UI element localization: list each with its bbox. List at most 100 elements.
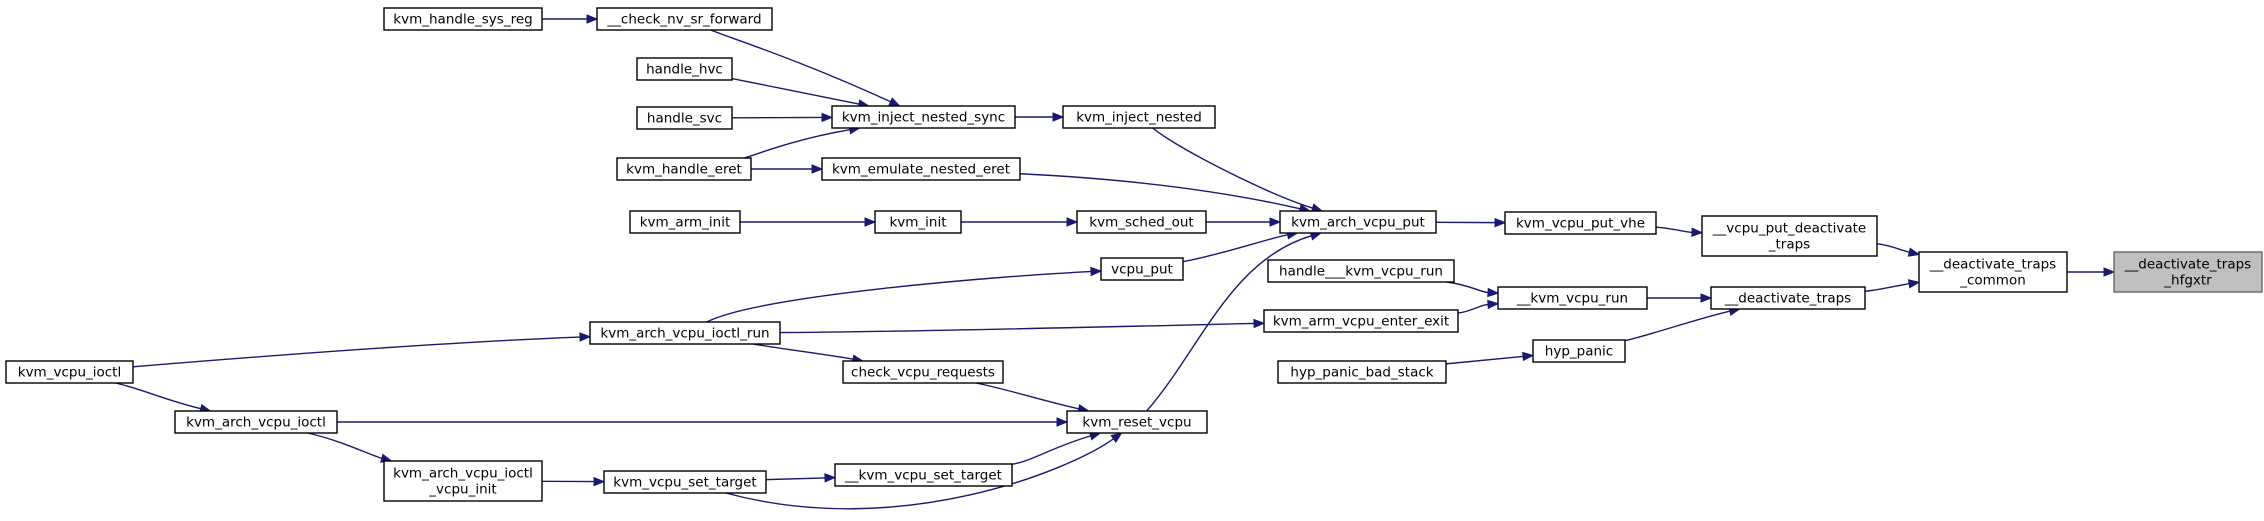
node-hyp-panic-bad-stack[interactable]: hyp_panic_bad_stack (1277, 360, 1447, 384)
node-label: kvm_arm_init (640, 215, 731, 231)
node-check-vcpu-requests[interactable]: check_vcpu_requests (842, 360, 1004, 384)
edge-kvm-handle-eret-to-kvm-emulate-nested-eret (750, 164, 824, 174)
edge-hyp-panic-to-deact-traps (1624, 306, 1741, 342)
node-kvm-emulate-nested-eret[interactable]: kvm_emulate_nested_eret (821, 157, 1021, 181)
node-label: handle___kvm_vcpu_run (1279, 264, 1443, 280)
node-label: kvm_arch_vcpu_put (1291, 215, 1425, 231)
node-box (1263, 309, 1459, 333)
node-kvm-vcpu-set-target[interactable]: kvm_vcpu_set_target (603, 470, 767, 494)
edge-kvm-sched-out-to-kvm-arch-vcpu-put (1206, 217, 1282, 227)
node-box (1532, 339, 1626, 363)
node-label: check_vcpu_requests (851, 365, 995, 381)
edge-kvm-emulate-nested-eret-to-kvm-arch-vcpu-put (1019, 173, 1312, 214)
node-label: handle_hvc (646, 62, 723, 78)
node-label: _hfgxtr (2163, 273, 2212, 289)
node-box (629, 210, 741, 234)
edge-kvm-arch-vcpu-ioctl-to-kvm-reset-vcpu (336, 417, 1069, 427)
edge-handle-kvm-vcpu-run-to-kvm-vcpu-run (1446, 281, 1500, 298)
node-label: kvm_emulate_nested_eret (832, 162, 1010, 178)
edge-handle-svc-to-kvm-inject-nested-sync (731, 112, 834, 123)
edge-kvm-arch-vcpu-ioctl-vcpu-init-to-kvm-vcpu-set-target (541, 476, 606, 487)
node-label: __check_nv_sr_forward (606, 12, 761, 28)
node-box (1701, 215, 1878, 257)
edge-kvm-vcpu-run-to-deact-traps (1646, 293, 1713, 303)
node-box (636, 57, 733, 81)
node-box (174, 410, 338, 434)
node-vcpu-put-deact[interactable]: __vcpu_put_deactivate_traps (1701, 215, 1878, 257)
node-kvm-vcpu-set-target[interactable]: __kvm_vcpu_set_target (834, 463, 1013, 487)
node-label: _traps (1768, 237, 1810, 253)
node-check-nv-sr-forward[interactable]: __check_nv_sr_forward (596, 7, 773, 31)
edge-check-vcpu-requests-to-kvm-reset-vcpu (976, 382, 1090, 414)
node-label: kvm_inject_nested_sync (842, 110, 1005, 126)
node-label: kvm_vcpu_ioctl (18, 365, 121, 381)
node-kvm-sched-out[interactable]: kvm_sched_out (1076, 210, 1207, 234)
node-kvm-arch-vcpu-ioctl[interactable]: kvm_arch_vcpu_ioctl (174, 410, 338, 434)
node-kvm-reset-vcpu[interactable]: kvm_reset_vcpu (1066, 410, 1208, 434)
edge-kvm-vcpu-put-vhe-to-vcpu-put-deact (1655, 226, 1704, 237)
edge-kvm-vcpu-set-target-to-kvm-reset-vcpu (725, 432, 1123, 510)
node-box (5, 360, 134, 384)
node-box (1504, 211, 1657, 235)
node-box (831, 105, 1016, 129)
node-kvm-vcpu-run[interactable]: __kvm_vcpu_run (1497, 286, 1648, 310)
node-kvm-inject-nested[interactable]: kvm_inject_nested (1062, 105, 1216, 129)
node-kvm-arm-init[interactable]: kvm_arm_init (629, 210, 741, 234)
edge-hyp-panic-bad-stack-to-hyp-panic (1445, 351, 1535, 365)
node-kvm-init[interactable]: kvm_init (874, 210, 962, 234)
edge-vcpu-put-deact-to-deact-common (1876, 243, 1921, 257)
node-deact-common[interactable]: __deactivate_traps_common (1918, 251, 2068, 293)
node-label: _vcpu_init (428, 482, 496, 498)
node-box (874, 210, 962, 234)
node-kvm-arch-vcpu-ioctl-run[interactable]: kvm_arch_vcpu_ioctl_run (589, 321, 781, 345)
node-hyp-panic[interactable]: hyp_panic (1532, 339, 1626, 363)
node-label: kvm_arch_vcpu_ioctl (393, 466, 533, 482)
node-box (1100, 257, 1184, 281)
node-box (1918, 251, 2068, 293)
node-box (842, 360, 1004, 384)
node-box (1062, 105, 1216, 129)
node-vcpu-put[interactable]: vcpu_put (1100, 257, 1184, 281)
node-kvm-arch-vcpu-ioctl-vcpu-init[interactable]: kvm_arch_vcpu_ioctl_vcpu_init (383, 460, 543, 502)
edge-vcpu-put-to-kvm-arch-vcpu-put (1182, 230, 1299, 263)
node-label: kvm_arm_vcpu_enter_exit (1273, 314, 1449, 330)
node-deact-hfgxtr[interactable]: __deactivate_traps_hfgxtr (2113, 251, 2263, 293)
node-label: kvm_sched_out (1089, 215, 1193, 231)
node-label: kvm_arch_vcpu_ioctl (186, 415, 326, 431)
edge-kvm-inject-nested-to-kvm-arch-vcpu-put (1152, 127, 1324, 213)
node-label: kvm_handle_eret (626, 162, 742, 178)
edge-kvm-arch-vcpu-put-to-kvm-vcpu-put-vhe (1435, 217, 1507, 228)
node-box (383, 7, 543, 31)
edge-kvm-arm-init-to-kvm-init (740, 217, 877, 227)
node-kvm-inject-nested-sync[interactable]: kvm_inject_nested_sync (831, 105, 1016, 129)
node-box (2113, 251, 2263, 293)
edge-kvm-handle-sys-reg-to-check-nv-sr-forward (542, 14, 599, 24)
node-label: vcpu_put (1111, 262, 1173, 278)
node-kvm-handle-sys-reg[interactable]: kvm_handle_sys_reg (383, 7, 543, 31)
node-deact-traps[interactable]: __deactivate_traps (1710, 286, 1866, 310)
node-handle-svc[interactable]: handle_svc (636, 106, 733, 130)
edge-kvm-arch-vcpu-ioctl-run-to-kvm-arm-vcpu-enter-exit (779, 318, 1266, 334)
node-handle-kvm-vcpu-run[interactable]: handle___kvm_vcpu_run (1267, 259, 1455, 283)
node-handle-hvc[interactable]: handle_hvc (636, 57, 733, 81)
node-box (603, 470, 767, 494)
node-label: __deactivate_traps (2124, 257, 2251, 273)
edge-kvm-handle-eret-to-kvm-inject-nested-sync (744, 125, 861, 159)
node-box (616, 157, 752, 181)
node-kvm-arm-vcpu-enter-exit[interactable]: kvm_arm_vcpu_enter_exit (1263, 309, 1459, 333)
node-box (1267, 259, 1455, 283)
node-kvm-vcpu-ioctl[interactable]: kvm_vcpu_ioctl (5, 360, 134, 384)
edge-kvm-inject-nested-sync-to-kvm-inject-nested (1015, 112, 1065, 122)
edge-check-nv-sr-forward-to-kvm-inject-nested-sync (710, 29, 901, 107)
node-label: kvm_inject_nested (1076, 110, 1202, 126)
node-label: __deactivate_traps (1724, 291, 1851, 307)
edge-kvm-arch-vcpu-ioctl-run-to-check-vcpu-requests (752, 343, 865, 364)
node-kvm-handle-eret[interactable]: kvm_handle_eret (616, 157, 752, 181)
node-label: kvm_reset_vcpu (1082, 415, 1191, 431)
edge-kvm-init-to-kvm-sched-out (961, 217, 1079, 227)
node-kvm-vcpu-put-vhe[interactable]: kvm_vcpu_put_vhe (1504, 211, 1657, 235)
node-box (1277, 360, 1447, 384)
node-kvm-arch-vcpu-put[interactable]: kvm_arch_vcpu_put (1279, 210, 1437, 234)
edge-deact-traps-to-deact-common (1864, 279, 1921, 293)
